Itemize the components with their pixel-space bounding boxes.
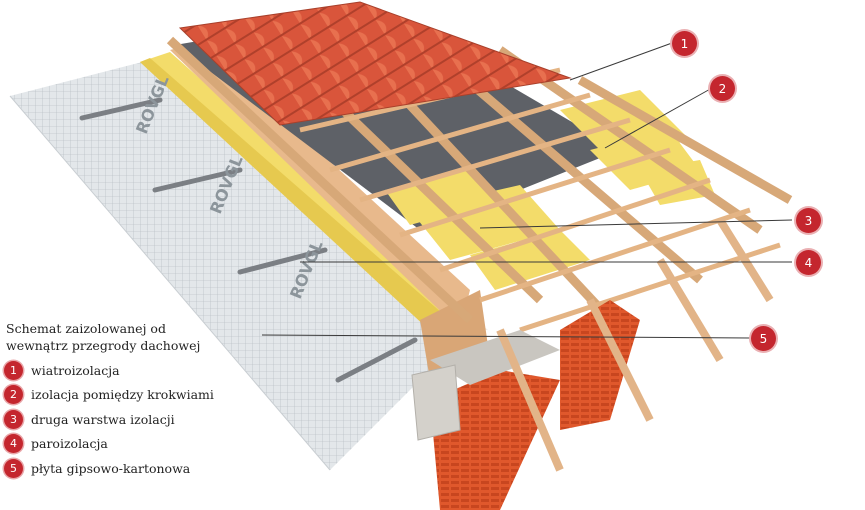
callout-leaders [261,42,793,339]
callout-1: 1 [672,31,697,56]
legend: 1 wiatroizolacja 2 izolacja pomiędzy kro… [4,358,214,481]
legend-title: Schemat zaizolowanej od wewnątrz przegro… [6,321,201,353]
legend-item: 5 płyta gipsowo-kartonowa [4,456,214,481]
brick-wall [430,300,640,510]
insulation-panels [385,90,715,290]
insulation-strip [140,52,470,340]
callout-4: 4 [796,250,821,275]
legend-item: 3 druga warstwa izolacji [4,407,214,432]
callout-2: 2 [710,76,735,101]
legend-item: 2 izolacja pomiędzy krokwiami [4,383,214,408]
legend-badge: 2 [4,385,23,405]
legend-badge: 5 [4,458,23,478]
ceiling-profiles [79,97,418,383]
callout-3: 3 [796,208,821,233]
callout-5: 5 [751,326,776,351]
rafter-ends [496,217,774,472]
legend-label: płyta gipsowo-kartonowa [31,460,191,476]
legend-label: druga warstwa izolacji [31,411,175,427]
legend-label: wiatroizolacja [31,362,120,378]
legend-badge: 1 [4,360,23,380]
legend-badge: 4 [4,434,23,454]
legend-item: 4 paroizolacja [4,432,214,457]
legend-item: 1 wiatroizolacja [4,358,214,383]
legend-label: paroizolacja [31,436,108,452]
legend-badge: 3 [4,409,23,429]
concrete-ring-beam [411,330,560,441]
vapor-barrier-foil [9,60,470,471]
legend-label: izolacja pomiędzy krokwiami [31,387,214,403]
roof-tiles [178,1,572,126]
